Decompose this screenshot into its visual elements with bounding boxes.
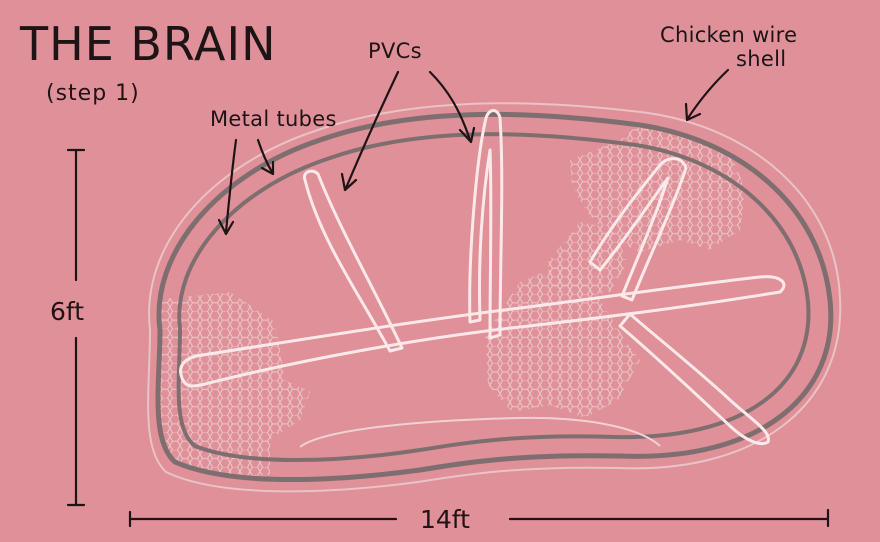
- metal-tubes-arrow-1: [224, 138, 238, 234]
- mesh-patch-center-top: [548, 222, 628, 298]
- pvc-pipes: [179, 109, 786, 446]
- pvc-center-pipe: [468, 109, 504, 340]
- mesh-patch-middle: [485, 262, 640, 418]
- page-title: THE BRAIN: [19, 17, 276, 71]
- pvc-horizontal-pipe: [179, 275, 786, 388]
- mesh-patch-top-right: [570, 115, 745, 252]
- label-pvcs: PVCs: [368, 39, 422, 63]
- pvc-left-pipe: [302, 169, 404, 353]
- width-dimension: [128, 508, 830, 528]
- pvc-arrowhead-right: [458, 126, 476, 144]
- metal-tubes-arrowhead-2: [260, 160, 275, 176]
- chicken-wire-arrow: [686, 68, 730, 120]
- pvc-right-lower-pipe: [618, 312, 770, 446]
- chicken-wire-arrowhead: [684, 102, 702, 122]
- pvc-right-upper-pipe: [588, 157, 688, 302]
- pvc-arrow-left: [344, 70, 400, 190]
- metal-tubes-arrowhead-1: [217, 218, 235, 236]
- metal-tubes-arrow-2: [256, 138, 274, 174]
- label-chicken-wire-line1: Chicken wire: [660, 23, 797, 47]
- height-dimension: [66, 148, 86, 507]
- label-chicken-wire-line2: shell: [736, 47, 786, 71]
- chicken-wire-mesh: [158, 115, 745, 480]
- annotation-arrows: [217, 68, 730, 236]
- dimension-width-label: 14ft: [420, 505, 470, 534]
- metal-tube-inner: [176, 132, 811, 462]
- subtitle: (step 1): [46, 81, 140, 106]
- mesh-patch-left: [158, 292, 310, 480]
- pvc-arrow-right: [428, 70, 472, 142]
- dimension-height-label: 6ft: [50, 297, 84, 326]
- metal-tube-outer: [155, 111, 834, 482]
- outer-shell-outline: [147, 102, 842, 493]
- label-metal-tubes: Metal tubes: [210, 107, 337, 131]
- pvc-arrowhead-left: [340, 172, 358, 192]
- bottom-inner-loop: [299, 416, 661, 448]
